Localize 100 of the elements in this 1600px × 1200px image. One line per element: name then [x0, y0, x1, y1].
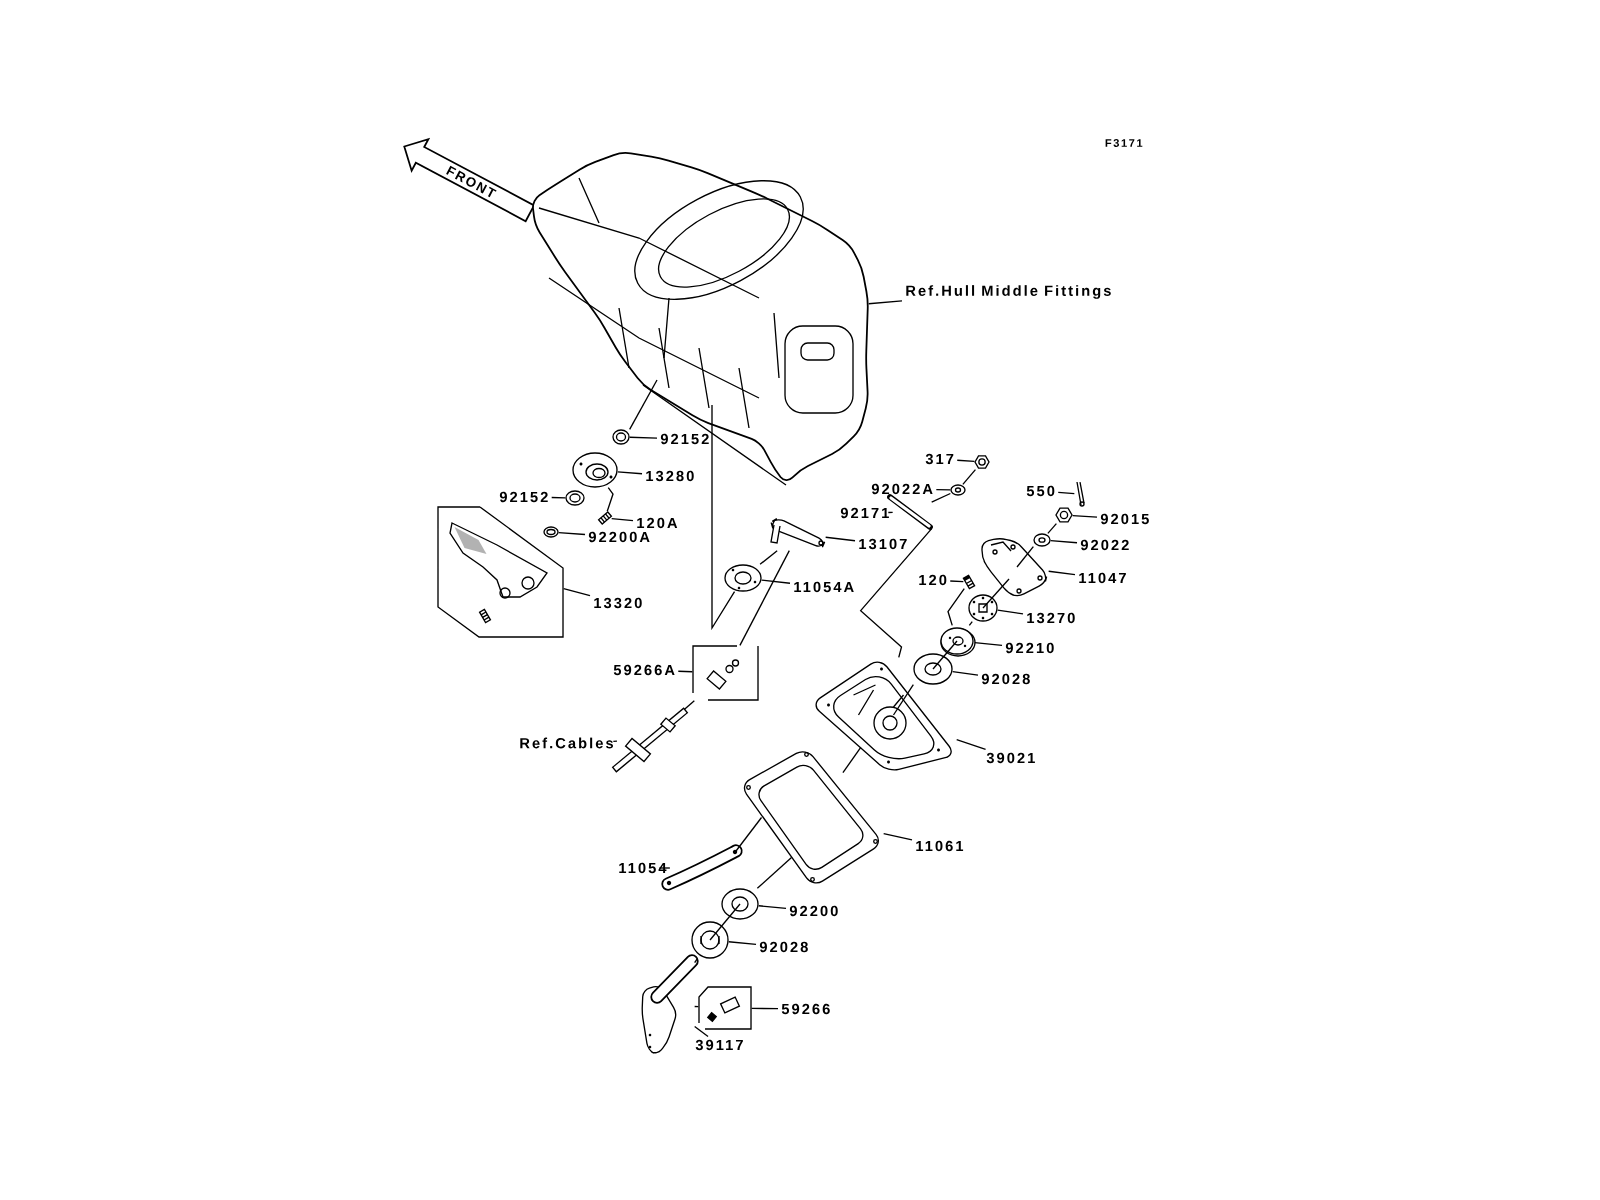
- leader-line: [563, 588, 591, 597]
- assembly-line: [694, 1005, 699, 1008]
- leader-line: [1048, 570, 1076, 576]
- leader-line: [694, 1025, 709, 1038]
- leader-line: [825, 536, 856, 542]
- gasket-drawing: [743, 751, 879, 884]
- plate-drawing: [724, 564, 762, 592]
- mount-drawing: [572, 452, 618, 488]
- callout-number: 39021: [986, 752, 1035, 764]
- callout-number: 59266A: [613, 664, 675, 676]
- leader-line: [956, 459, 975, 463]
- leader-line: [611, 517, 634, 522]
- assembly-line: [931, 492, 951, 503]
- callout-number: 92015: [1100, 513, 1149, 525]
- nut-drawing: [1055, 507, 1073, 523]
- assembly-line: [606, 487, 614, 512]
- assembly-line: [859, 528, 933, 658]
- leader-line: [728, 941, 757, 946]
- assembly-line: [842, 746, 862, 774]
- bushing-drawing: [691, 921, 729, 959]
- callout-number: 92022: [1080, 539, 1129, 551]
- joint-drawing: [692, 645, 759, 701]
- callout-number: 92171: [840, 507, 889, 519]
- callout-number: 13320: [594, 597, 642, 609]
- callout-number: 120: [919, 574, 947, 586]
- assembly-line: [968, 621, 973, 626]
- assembly-line: [1047, 523, 1058, 534]
- grommet-drawing: [565, 490, 585, 506]
- callout-number: 92022A: [871, 483, 933, 495]
- leader-line: [868, 300, 903, 305]
- callout-number: 39117: [695, 1039, 743, 1051]
- grip-drawing: [437, 506, 564, 638]
- washer-drawing: [721, 888, 759, 920]
- leader-line: [617, 471, 643, 475]
- grommet-drawing: [612, 429, 630, 445]
- screw-drawing: [597, 511, 613, 525]
- pin-drawing: [887, 494, 933, 530]
- callout-number: 92210: [1005, 642, 1054, 654]
- callout-number: 92028: [759, 941, 808, 953]
- washer-drawing: [913, 653, 953, 685]
- leader-line: [658, 867, 671, 869]
- lever-drawing: [770, 518, 826, 548]
- reference-label: Ref.Cables: [520, 737, 613, 749]
- leader-line: [883, 832, 913, 841]
- callout-number: 317: [925, 453, 954, 465]
- leader-line: [551, 496, 566, 499]
- callout-number: 92200A: [588, 531, 650, 543]
- leader-line: [887, 511, 894, 514]
- disc-drawing: [968, 594, 998, 622]
- callout-number: 11054A: [794, 581, 854, 593]
- reference-label: Ref.Hull Middle Fittings: [906, 285, 1111, 299]
- callout-number: 11061: [916, 840, 964, 852]
- callout-number: 59266: [781, 1003, 830, 1015]
- callout-number: 120A: [637, 517, 678, 529]
- leader-line: [761, 579, 791, 584]
- leader-line: [629, 436, 658, 439]
- assembly-line: [739, 550, 790, 646]
- callout-number: 11054: [619, 862, 667, 874]
- assembly-line: [1016, 546, 1034, 568]
- callout-number: 92028: [981, 673, 1030, 685]
- callout-number: 11047: [1079, 572, 1126, 584]
- callout-number: 92152: [660, 433, 709, 445]
- leader-line: [558, 531, 586, 536]
- callout-number: 92200: [789, 905, 838, 917]
- washer-drawing: [1033, 533, 1051, 547]
- screw-set-drawing: [698, 986, 752, 1030]
- assembly-line: [629, 379, 658, 430]
- cable-drawing: [611, 707, 689, 773]
- drawing-number: F3171: [1105, 139, 1143, 147]
- leader-line: [677, 670, 693, 673]
- leader-line: [1050, 540, 1078, 544]
- leader-line: [949, 580, 964, 583]
- assembly-line: [709, 903, 741, 941]
- assembly-line: [892, 684, 914, 716]
- callout-number: 13270: [1027, 612, 1075, 624]
- bracket-drawing: [981, 538, 1048, 597]
- leader-line: [935, 488, 951, 491]
- cotter-pin-drawing: [1076, 481, 1085, 507]
- assembly-line: [947, 588, 965, 626]
- leader-line: [956, 739, 987, 751]
- washer-drawing: [940, 627, 976, 657]
- leader-line: [997, 609, 1024, 615]
- leader-line: [612, 740, 618, 742]
- cover-plate-drawing: [815, 661, 952, 771]
- assembly-line: [683, 700, 695, 710]
- hull-drawing: [532, 152, 869, 486]
- assembly-line: [982, 578, 1010, 609]
- assembly-line: [756, 856, 793, 889]
- callout-number: 13107: [859, 538, 907, 550]
- leader-line: [751, 1007, 779, 1010]
- leader-line: [1072, 514, 1098, 518]
- leader-line: [1057, 491, 1075, 495]
- callout-number: 92152: [499, 491, 548, 503]
- assembly-line: [932, 640, 958, 670]
- assembly-line: [735, 816, 763, 852]
- assembly-line: [694, 958, 699, 964]
- leader-line: [952, 671, 979, 676]
- callout-number: 13280: [646, 470, 694, 482]
- o-ring-drawing: [543, 526, 559, 538]
- leader-line: [758, 905, 787, 910]
